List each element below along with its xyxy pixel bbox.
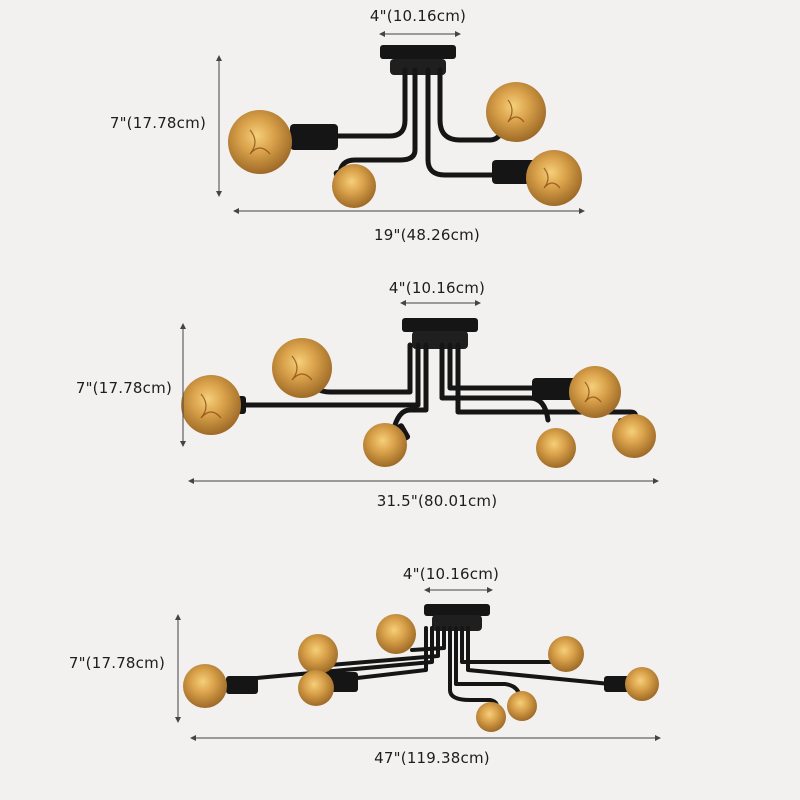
canopy-width-label: 4"(10.16cm) — [369, 7, 467, 25]
canopy — [402, 318, 478, 332]
canopy-width-label: 4"(10.16cm) — [402, 565, 500, 583]
bulb — [526, 150, 582, 206]
canopy-width-label: 4"(10.16cm) — [388, 279, 486, 297]
bulb — [298, 634, 338, 674]
width-label: 47"(119.38cm) — [374, 749, 490, 767]
canopy — [380, 45, 456, 59]
bulb — [183, 664, 227, 708]
height-label: 7"(17.78cm) — [68, 654, 165, 672]
fixture-8-light — [175, 587, 661, 741]
bulb — [625, 667, 659, 701]
height-label: 7"(17.78cm) — [75, 379, 172, 397]
bulb — [476, 702, 506, 732]
canopy — [424, 604, 490, 616]
bulb — [228, 110, 292, 174]
fixture-4-light — [216, 31, 585, 214]
bulb — [376, 614, 416, 654]
height-label: 7"(17.78cm) — [109, 114, 206, 132]
width-label: 31.5"(80.01cm) — [376, 492, 498, 510]
bulb — [569, 366, 621, 418]
socket — [532, 378, 578, 400]
bulb — [507, 691, 537, 721]
bulb — [332, 164, 376, 208]
bulb — [548, 636, 584, 672]
socket — [290, 124, 338, 150]
bulb — [181, 375, 241, 435]
bulb — [298, 670, 334, 706]
fixture-6-light — [180, 300, 659, 484]
arms — [233, 626, 612, 714]
bulb — [612, 414, 656, 458]
bulb — [272, 338, 332, 398]
bulb — [536, 428, 576, 468]
bulb — [363, 423, 407, 467]
arms — [327, 67, 508, 178]
width-label: 19"(48.26cm) — [374, 226, 480, 244]
bulb — [486, 82, 546, 142]
socket — [226, 676, 258, 694]
